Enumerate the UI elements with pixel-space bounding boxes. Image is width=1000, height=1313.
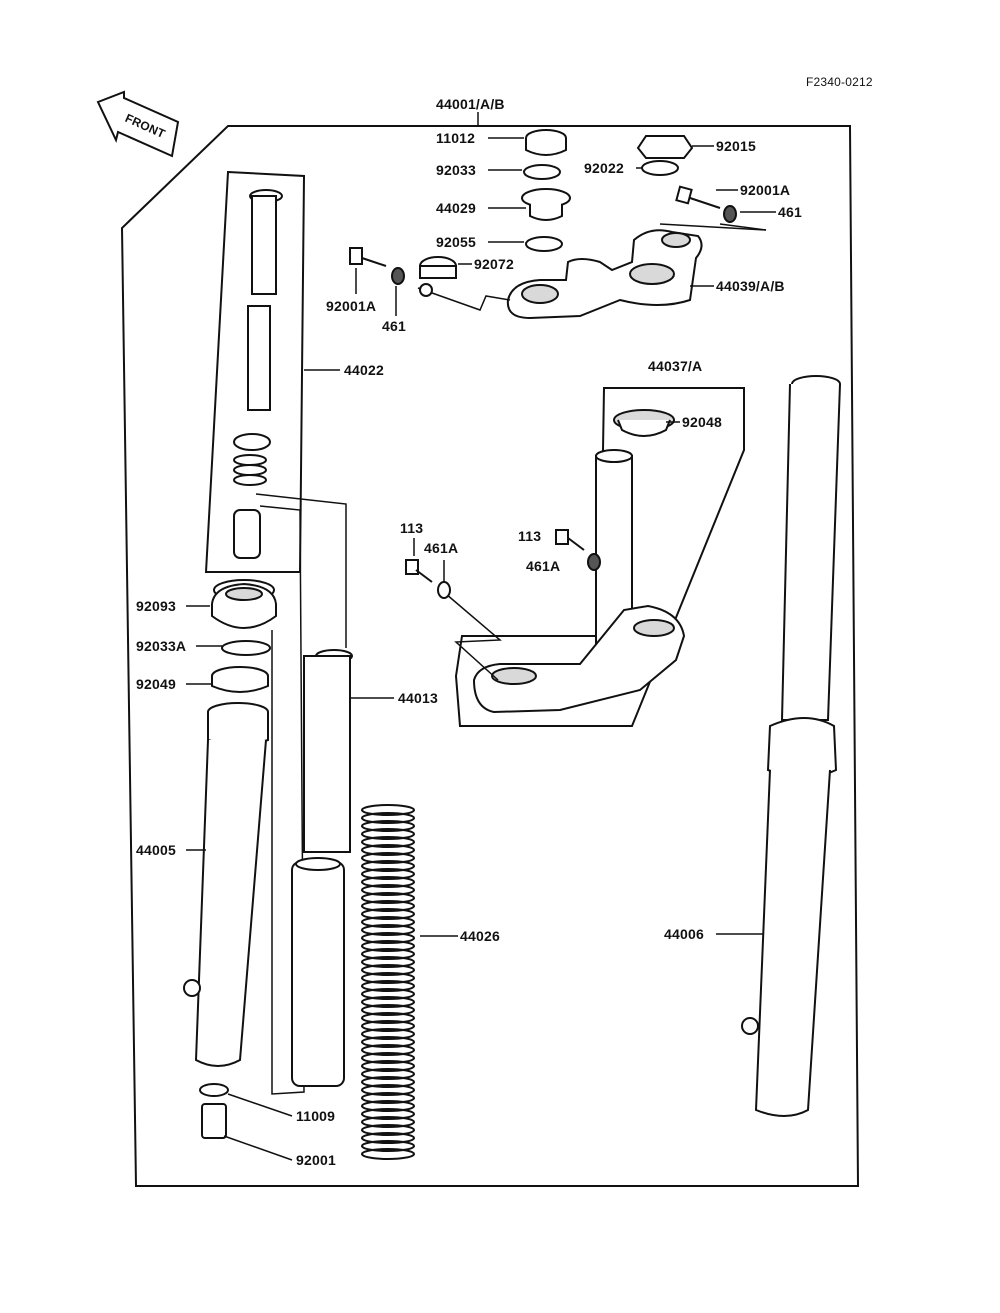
spring-coil [361,1076,415,1088]
spring-coil [361,844,415,856]
label-44029: 44029 [436,200,476,216]
label-461A-right: 461A [526,558,561,574]
bolt-92001A-right [675,185,721,209]
label-92055: 92055 [436,234,476,250]
label-92033A: 92033A [136,638,187,654]
label-92001: 92001 [296,1152,336,1168]
label-44026: 44026 [460,928,500,944]
spring-coil [361,956,415,968]
spring-coil [361,980,415,992]
spring-coil [361,1028,415,1040]
label-11009: 11009 [296,1108,336,1124]
label-44013: 44013 [398,690,438,706]
label-92033: 92033 [436,162,476,178]
spring-coil [361,868,415,880]
label-92001A-right: 92001A [740,182,791,198]
clip-92072 [419,256,457,297]
spring-coil [361,916,415,928]
plug-44029 [521,188,571,221]
dust-seal-92093 [211,579,277,629]
label-44039: 44039/A/B [716,278,785,294]
label-461A-left: 461A [424,540,459,556]
drawing-code: F2340-0212 [806,75,873,89]
spring-coil [361,1148,415,1160]
spring-coil [361,924,415,936]
spring-coil [361,860,415,872]
label-92022: 92022 [584,160,624,176]
label-461-left: 461 [382,318,406,334]
nut-92015 [636,135,694,159]
outer-tube-44005 [183,702,269,1067]
damper-rod-44022 [233,189,283,559]
label-461-right: 461 [778,204,802,220]
spring-coil [361,828,415,840]
spring-coil [361,964,415,976]
spring-coil [361,1012,415,1024]
spring-coil [361,932,415,944]
spring-coil [361,1068,415,1080]
label-92049: 92049 [136,676,176,692]
label-92072: 92072 [474,256,514,272]
spring-coil [361,1092,415,1104]
spring-coil [361,820,415,832]
spring-coil [361,1060,415,1072]
upper-bracket-44039 [506,229,703,320]
inner-tube-44013 [291,649,353,1087]
label-44022: 44022 [344,362,384,378]
bolt-113-right [555,529,585,551]
spring-coil [361,908,415,920]
bolt-113-left [405,559,433,583]
spring-coil [361,876,415,888]
spring-coil [361,1108,415,1120]
spring-coil [361,900,415,912]
spring-coil [361,852,415,864]
spring-coil [361,940,415,952]
spring-coil [361,1140,415,1152]
spring-coil [361,1084,415,1096]
spring-coil [361,972,415,984]
spring-coil [361,836,415,848]
spring-coil [361,988,415,1000]
label-44037: 44037/A [648,358,703,374]
label-44001: 44001/A/B [436,96,505,112]
fork-assembly-44006 [741,375,841,1117]
spring-coil [361,812,415,824]
lower-bracket-44037 [472,409,686,714]
spring-coil [361,1124,415,1136]
spring-coil [361,1116,415,1128]
spring-coil [361,1132,415,1144]
spring-coil [361,1052,415,1064]
spring-coil [361,1004,415,1016]
label-92048: 92048 [682,414,722,430]
label-113-right: 113 [518,528,542,544]
spring-coil [361,1036,415,1048]
cap-11012 [525,129,567,156]
spring-44026 [361,804,415,1160]
label-11012: 11012 [436,130,476,146]
label-92093: 92093 [136,598,176,614]
outer-frame [120,125,860,1187]
spring-coil [361,996,415,1008]
label-44006: 44006 [664,926,704,942]
label-92015: 92015 [716,138,756,154]
spring-coil [361,948,415,960]
spring-coil [361,804,415,816]
bolt-92001A-left [349,247,387,267]
spring-coil [361,884,415,896]
spring-coil [361,1044,415,1056]
spring-coil [361,1100,415,1112]
front-arrow-icon [96,90,180,158]
label-44005: 44005 [136,842,176,858]
label-92001A-left: 92001A [326,298,377,314]
stem-group-frame [454,387,745,727]
spring-coil [361,892,415,904]
spring-coil [361,1020,415,1032]
label-113-left: 113 [400,520,424,536]
